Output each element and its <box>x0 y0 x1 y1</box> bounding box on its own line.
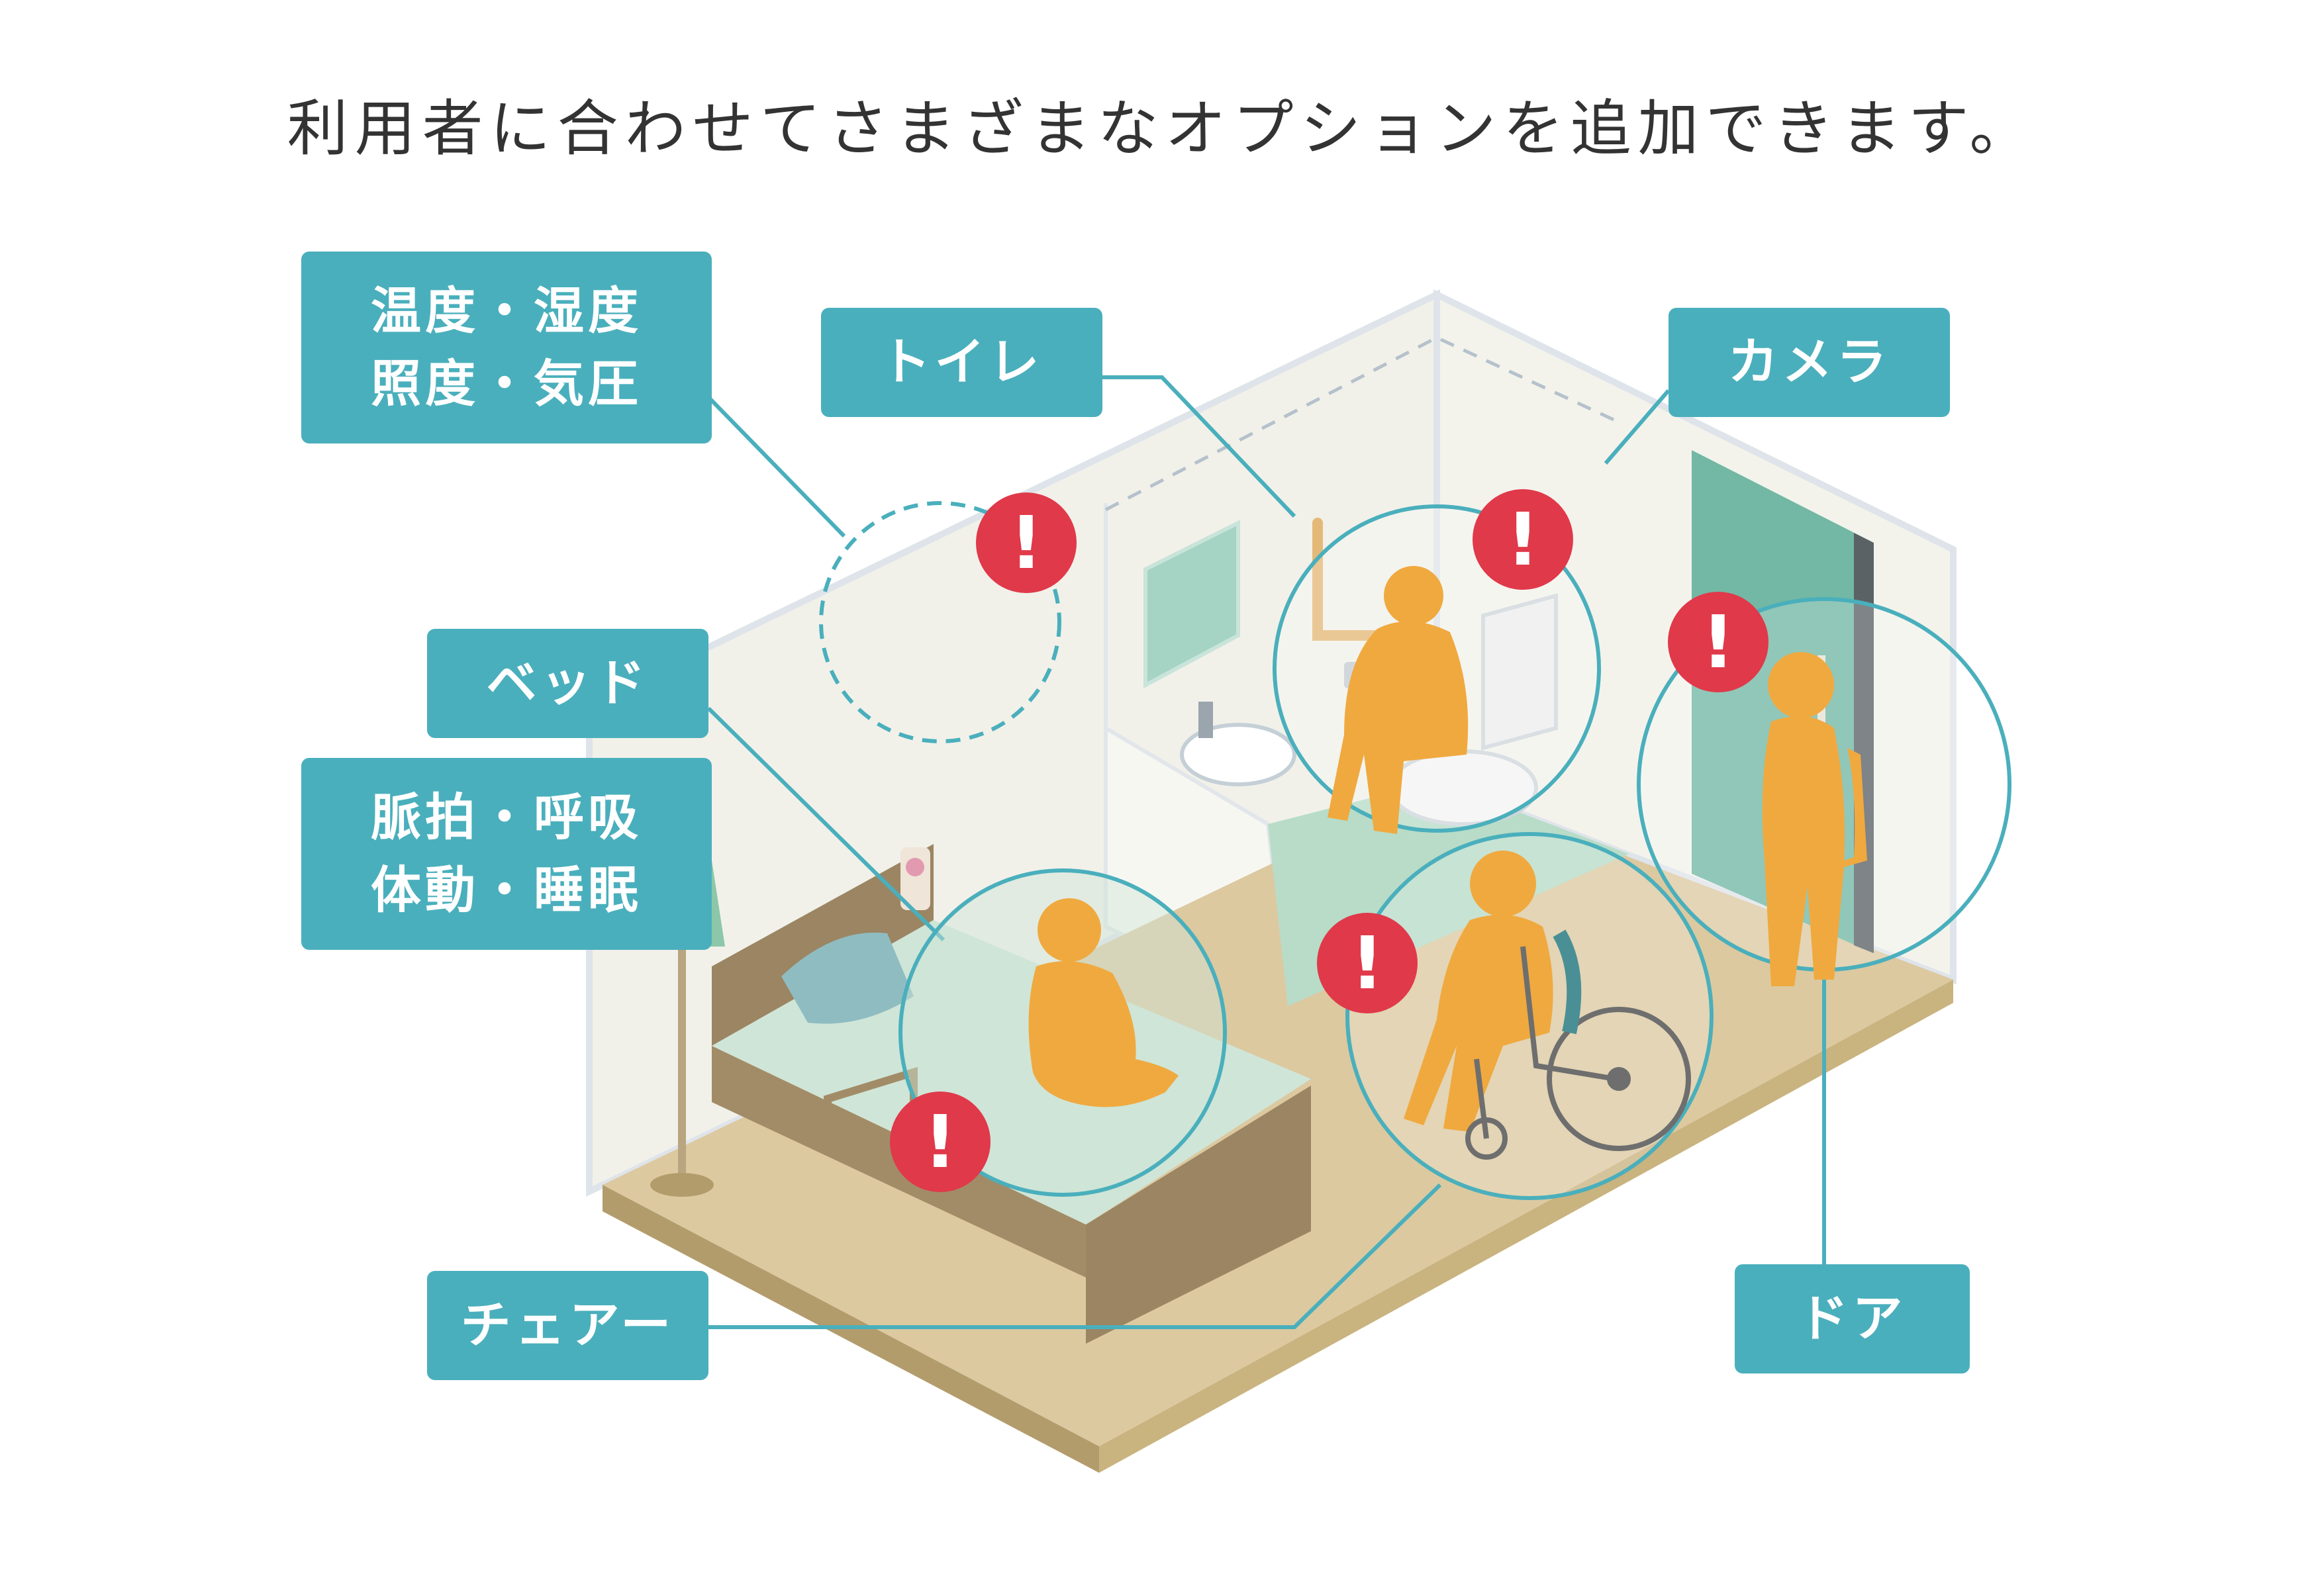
label-bed-text: ベッド <box>486 653 650 713</box>
label-toilet-text: トイレ <box>880 332 1043 392</box>
alert-mark-text: ! <box>1702 600 1735 684</box>
wheelchair-frame <box>1474 946 1616 1139</box>
page-title: 利用者に合わせてさまざまなオプションを追加できます。 <box>287 93 2037 164</box>
pillow <box>781 932 914 1024</box>
alert-mark-text: ! <box>1351 921 1384 1005</box>
bed-footboard <box>1086 1086 1311 1344</box>
label-camera: カメラ <box>1669 308 1950 417</box>
label-vitals: 脈拍・呼吸 体動・睡眠 <box>301 758 712 950</box>
alert-mark-text: ! <box>1506 497 1539 582</box>
wheelchair-seat <box>1553 929 1582 1035</box>
person-bed-head <box>1038 898 1101 962</box>
toilet-icon <box>1481 593 1558 751</box>
person-icon <box>1028 566 1867 1132</box>
label-environment-line1: 温度・湿度 <box>371 281 642 340</box>
label-camera-text: カメラ <box>1727 332 1891 392</box>
faucet <box>1198 702 1213 738</box>
alert-icon <box>1317 913 1418 1013</box>
alert-icon <box>890 1092 991 1192</box>
environment-sensor-circle <box>819 501 1061 743</box>
label-toilet: トイレ <box>821 308 1102 417</box>
person-chair-head <box>1470 851 1536 917</box>
person-chair-body <box>1404 915 1553 1132</box>
label-environment-line2: 照度・気圧 <box>371 354 642 413</box>
connector-lines <box>705 375 1826 1329</box>
floor-edge-right <box>1099 980 1953 1473</box>
connector-camera <box>1604 389 1670 465</box>
label-bed: ベッド <box>427 629 708 738</box>
wheelchair-big-wheel <box>1547 1007 1691 1151</box>
label-vitals-line1: 脈拍・呼吸 <box>371 787 642 847</box>
alert-mark-text: ! <box>924 1099 957 1184</box>
label-chair-text: チェアー <box>460 1295 675 1355</box>
alert-icon <box>1668 592 1768 692</box>
dashed-ceiling-line <box>1104 336 1623 512</box>
person-toilet-body <box>1328 621 1469 834</box>
label-environment: 温度・湿度 照度・気圧 <box>301 252 712 443</box>
alert-mark-text: ! <box>1010 500 1043 585</box>
bed-headboard <box>712 844 934 1046</box>
label-chair: チェアー <box>427 1271 708 1380</box>
label-vitals-line2: 体動・睡眠 <box>371 861 642 919</box>
alert-markers: ! ! ! ! ! <box>890 489 1768 1192</box>
wheelchair-icon <box>1465 929 1691 1160</box>
person-bed-body <box>1028 961 1179 1107</box>
lamp-base <box>650 1173 714 1197</box>
alert-icon <box>1473 489 1573 590</box>
connector-bed <box>706 706 945 942</box>
mirror <box>1143 520 1240 689</box>
label-door: ドア <box>1735 1264 1970 1373</box>
connector-chair <box>705 1183 1442 1329</box>
label-door-text: ドア <box>1798 1289 1907 1348</box>
bed-sensor-light <box>906 858 924 876</box>
person-door-head <box>1768 652 1834 718</box>
connector-environment <box>706 395 846 538</box>
person-toilet-head <box>1384 566 1443 626</box>
connector-toilet <box>1102 375 1296 518</box>
sink <box>1180 723 1296 786</box>
person-door-body <box>1762 716 1867 986</box>
alert-icon <box>976 492 1077 593</box>
